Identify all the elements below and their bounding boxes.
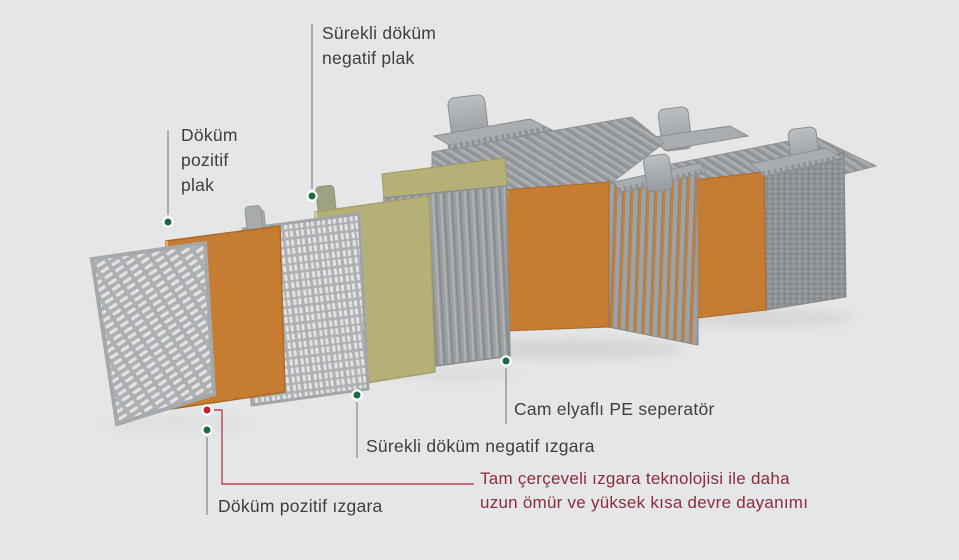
stack-right-face — [763, 151, 847, 311]
marker-negative-grid — [351, 389, 363, 401]
plate-fin-section — [607, 153, 707, 346]
label-cast-positive-plate: Döküm pozitif plak — [181, 125, 238, 195]
stack-front-face — [502, 181, 610, 332]
label-continuous-cast-negative-grid: Sürekli döküm negatif ızgara — [366, 436, 595, 456]
stack-front-face — [693, 171, 767, 319]
terminal-lug — [643, 153, 674, 193]
fins-face — [607, 165, 699, 346]
callout-connectors — [162, 24, 512, 515]
busbar-teeth — [447, 126, 546, 150]
marker-positive-grid — [201, 424, 213, 436]
positive-grid-plate — [89, 240, 217, 427]
cell-stack-right — [646, 106, 878, 319]
busbar-teeth — [761, 155, 839, 177]
busbar — [748, 147, 844, 177]
connector-grid-technology — [214, 409, 474, 485]
label-full-frame-grid-technology: Tam çerçeveli ızgara teknolojisi ile dah… — [480, 469, 809, 512]
marker-separator — [500, 355, 512, 367]
label-continuous-cast-negative-plate: Sürekli döküm negatif plak — [322, 23, 437, 68]
label-glass-fiber-pe-separator: Cam elyaflı PE seperatör — [514, 399, 715, 419]
marker-negative-plate — [306, 190, 318, 202]
label-cast-positive-grid: Döküm pozitif ızgara — [218, 496, 383, 516]
marker-grid-technology — [201, 404, 213, 416]
marker-positive-plate — [162, 216, 174, 228]
